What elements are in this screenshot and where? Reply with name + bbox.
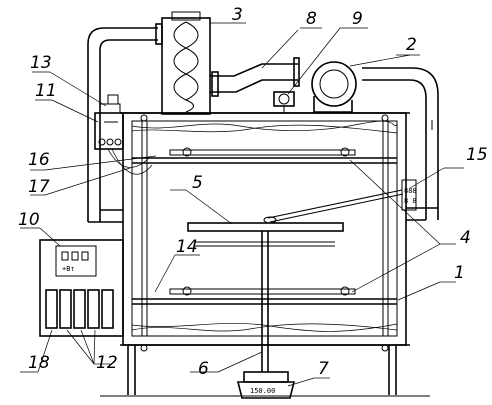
- connecting-pipe: [210, 57, 300, 97]
- label-9: 9: [352, 9, 363, 29]
- leader-lines: [20, 22, 464, 387]
- probe-readout-bottom: 8 8: [404, 197, 417, 205]
- support-legs: [100, 345, 430, 397]
- chamber-body: [120, 112, 410, 346]
- sample-tray: [187, 222, 344, 372]
- control-panel: +Вт: [39, 239, 124, 337]
- label-16: 16: [28, 150, 50, 170]
- weighing-scale: 150.00: [236, 371, 296, 399]
- lower-shelf: [132, 286, 397, 305]
- label-8: 8: [306, 9, 317, 29]
- label-10: 10: [18, 210, 40, 230]
- upper-shelf: [132, 147, 397, 164]
- temperature-probe: 888 8 8: [263, 179, 417, 224]
- probe-readout-top: 888: [404, 187, 417, 195]
- centrifugal-fan: [311, 61, 357, 113]
- label-12: 12: [96, 353, 118, 373]
- label-7: 7: [318, 359, 329, 379]
- label-13: 13: [30, 53, 52, 73]
- part-labels: 3 8 9 2 13 11 16 17 10 5 14 15 4 1 6 7 1…: [18, 5, 488, 379]
- air-duct: [87, 23, 439, 223]
- label-14: 14: [176, 237, 198, 257]
- label-17: 17: [28, 177, 50, 197]
- label-1: 1: [454, 263, 465, 283]
- controller-display: +Вт: [62, 265, 75, 273]
- label-5: 5: [192, 173, 203, 193]
- label-3: 3: [232, 5, 243, 25]
- label-6: 6: [198, 359, 209, 379]
- air-heater: [161, 11, 211, 115]
- label-18: 18: [28, 353, 50, 373]
- relay-unit: [94, 94, 124, 150]
- label-15: 15: [466, 145, 488, 165]
- airflow-meter: [273, 91, 295, 113]
- scale-readout: 150.00: [250, 387, 275, 395]
- wiring: [107, 148, 153, 175]
- label-11: 11: [35, 81, 57, 101]
- label-4: 4: [460, 228, 471, 248]
- label-2: 2: [406, 35, 417, 55]
